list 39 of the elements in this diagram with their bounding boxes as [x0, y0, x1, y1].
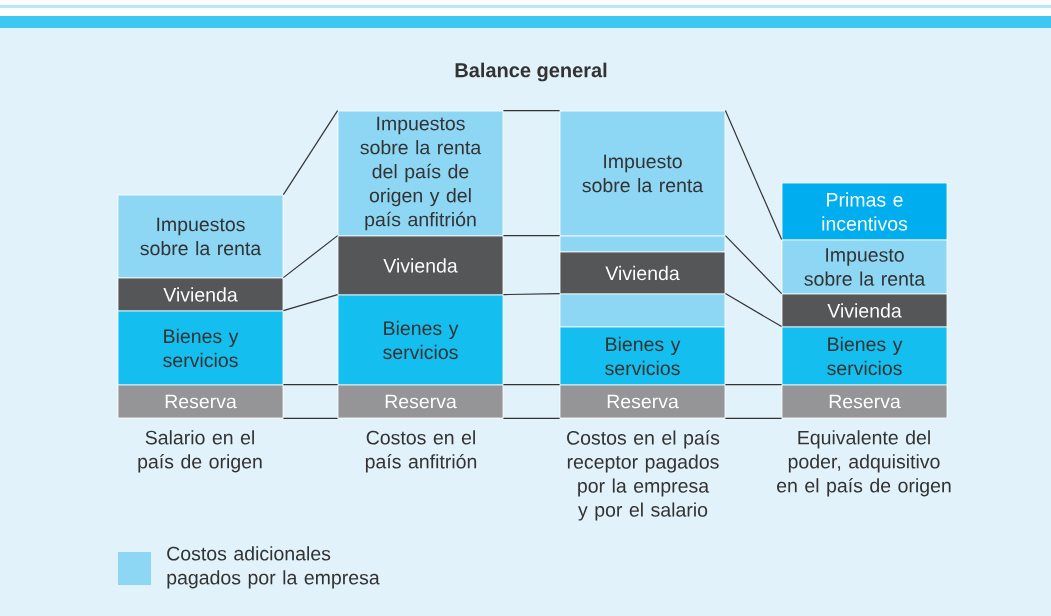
connector-line	[724, 235, 783, 295]
connector-line	[282, 235, 339, 279]
column-caption: Salario en el país de origen	[138, 430, 262, 473]
connector-line	[502, 417, 561, 419]
connector-line	[724, 110, 783, 241]
connector-line	[724, 293, 783, 328]
connector-line	[502, 293, 561, 296]
reserve-block: Reserva	[781, 384, 948, 419]
bonus-block: Primas e incentivos	[781, 182, 948, 241]
tax-block: Impuesto sobre la renta	[781, 239, 948, 295]
connector-line	[502, 110, 561, 112]
connector-line	[724, 384, 783, 386]
reserve-block: Reserva	[117, 384, 284, 419]
chart-title: Balance general	[455, 62, 607, 82]
reserve-block: Reserva	[559, 384, 726, 419]
connector-line	[282, 110, 339, 196]
connector-line	[502, 384, 561, 386]
connector-line	[724, 417, 783, 419]
column-caption: Equivalente del poder, adquisitivo en el país de origen	[777, 430, 951, 497]
tax-block: Impuestos sobre la renta del país de origen y del país anfitrión	[337, 110, 504, 237]
column-caption: Costos en el país receptor pagados por la empresa y por el salario	[567, 430, 720, 521]
connector-line	[502, 235, 561, 237]
connector-line	[282, 294, 339, 312]
column-caption: Costos en el país anfitrión	[365, 430, 477, 473]
goods-block: Bienes y servicios	[559, 326, 726, 386]
connector-line	[282, 384, 339, 386]
goods-block: Bienes y servicios	[781, 326, 948, 386]
connector-line	[282, 417, 339, 419]
housing-block: Vivienda	[781, 293, 948, 328]
housing-block: Vivienda	[337, 235, 504, 296]
housing-block: Vivienda	[117, 277, 284, 312]
reserve-block: Reserva	[337, 384, 504, 419]
goods-block: Bienes y servicios	[337, 294, 504, 386]
housing-block: Vivienda	[559, 251, 726, 295]
extra-cost-block	[559, 293, 726, 328]
extra-cost-block	[559, 235, 726, 253]
tax-block: Impuestos sobre la renta	[117, 194, 284, 279]
legend-text: Costos adicionales pagados por la empresa	[167, 546, 380, 589]
goods-block: Bienes y servicios	[117, 310, 284, 386]
